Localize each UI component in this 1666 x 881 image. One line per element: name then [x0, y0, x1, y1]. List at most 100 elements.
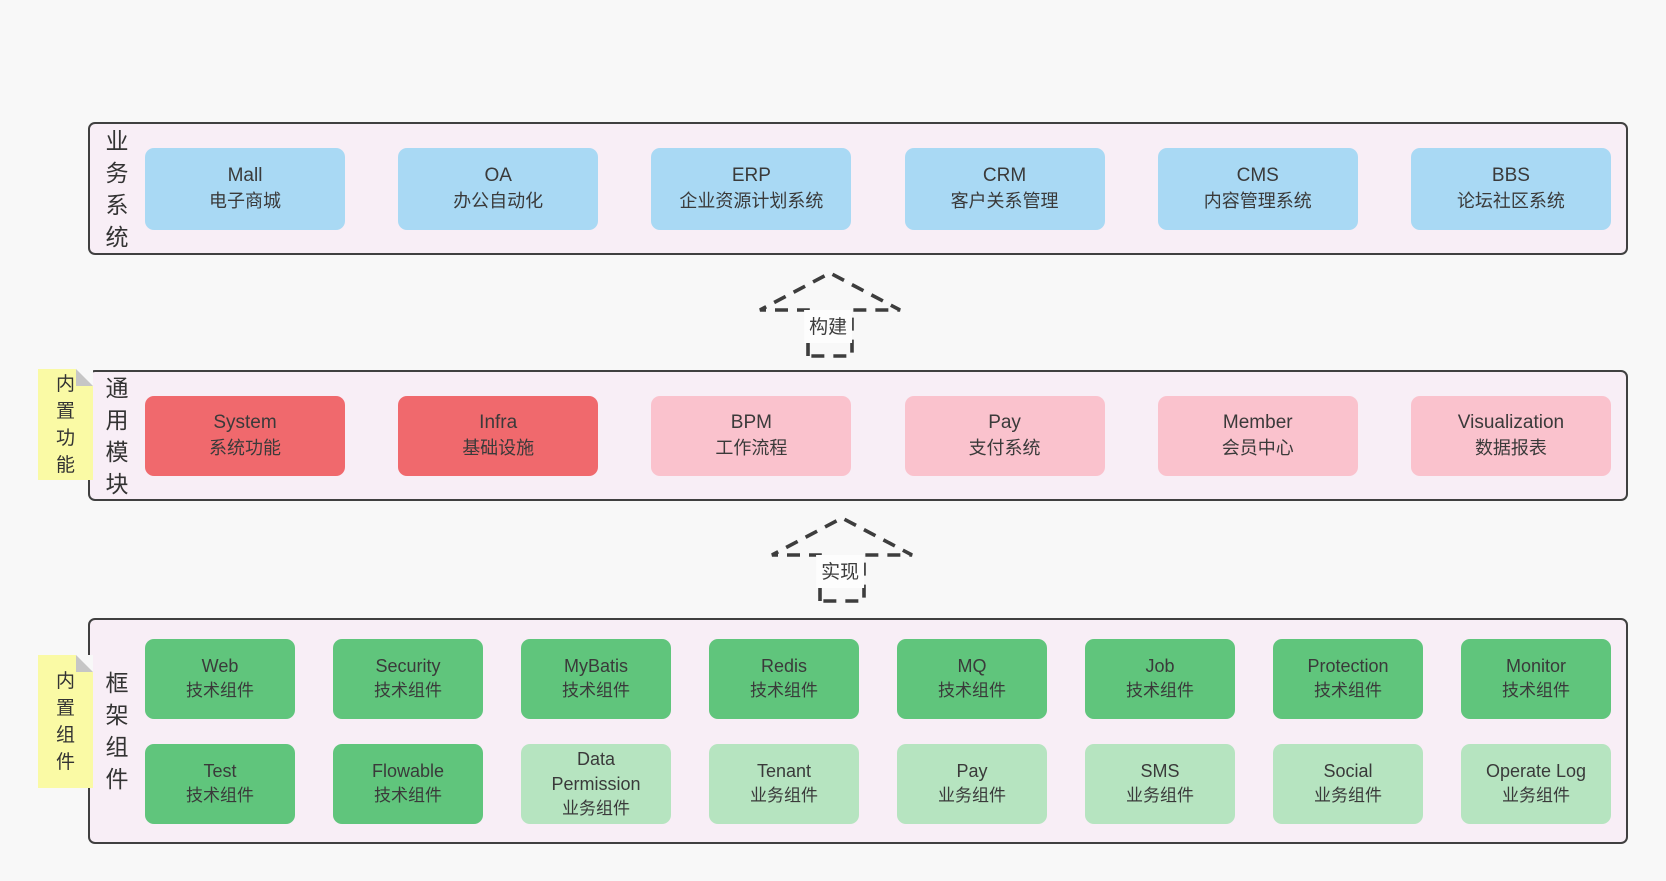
sticky-built-in-features: 内置功能	[38, 369, 93, 480]
node-mall-name: Mall	[227, 164, 263, 186]
node-mq-name: MQ	[957, 656, 987, 677]
node-data-permission: Data Permission 业务组件	[521, 743, 671, 824]
framework-row-2: Test 技术组件 Flowable 技术组件 Data Permission …	[145, 743, 1611, 824]
node-bpm-name: BPM	[730, 411, 772, 433]
node-cms-desc: 内容管理系统	[1203, 191, 1312, 212]
band-common-modules: 通用模块 System 系统功能 Infra 基础设施 BPM 工作流程 Pay…	[88, 370, 1628, 501]
node-bpm: BPM 工作流程	[651, 395, 852, 476]
node-operate-log-name: Operate Log	[1485, 761, 1587, 782]
node-crm-desc: 客户关系管理	[950, 191, 1059, 212]
node-social: Social 业务组件	[1273, 743, 1423, 824]
dashed-up-arrow-build: 构建	[754, 270, 906, 358]
node-visualization-desc: 数据报表	[1474, 438, 1547, 459]
node-erp-desc: 企业资源计划系统	[679, 191, 824, 212]
node-erp-name: ERP	[731, 164, 771, 186]
node-security-desc: 技术组件	[374, 681, 442, 701]
node-pay-component: Pay 业务组件	[897, 743, 1047, 824]
node-tenant-desc: 业务组件	[750, 786, 818, 806]
node-social-name: Social	[1323, 761, 1373, 782]
node-infra-desc: 基础设施	[462, 438, 535, 459]
band-business-systems: 业务系统 Mall 电子商城 OA 办公自动化 ERP 企业资源计划系统 CRM…	[88, 122, 1628, 255]
node-mq: MQ 技术组件	[897, 638, 1047, 719]
node-social-desc: 业务组件	[1314, 786, 1382, 806]
node-pay-module-desc: 支付系统	[968, 438, 1041, 459]
node-job-name: Job	[1145, 656, 1175, 677]
node-sms-name: SMS	[1140, 761, 1180, 782]
node-member: Member 会员中心	[1157, 395, 1358, 476]
node-sms-desc: 业务组件	[1126, 786, 1194, 806]
node-bpm-desc: 工作流程	[715, 438, 788, 459]
node-tenant-name: Tenant	[756, 761, 812, 782]
sticky-built-in-features-label: 内置功能	[55, 373, 75, 476]
node-monitor-name: Monitor	[1505, 656, 1567, 677]
up-arrow-icon	[771, 515, 913, 603]
band-common-modules-content: System 系统功能 Infra 基础设施 BPM 工作流程 Pay 支付系统…	[142, 372, 1626, 499]
node-protection-name: Protection	[1307, 656, 1389, 677]
node-web-name: Web	[201, 656, 239, 677]
folded-corner-icon	[76, 655, 93, 672]
arrow-build-label: 构建	[804, 310, 853, 343]
node-web-desc: 技术组件	[186, 681, 254, 701]
node-system-name: System	[213, 411, 277, 433]
node-protection: Protection 技术组件	[1273, 638, 1423, 719]
node-sms: SMS 业务组件	[1085, 743, 1235, 824]
node-data-permission-name: Data Permission	[551, 748, 641, 794]
node-pay-module: Pay 支付系统	[904, 395, 1105, 476]
node-visualization: Visualization 数据报表	[1410, 395, 1611, 476]
node-data-permission-desc: 业务组件	[562, 798, 630, 818]
node-test-name: Test	[203, 761, 237, 782]
node-pay-component-name: Pay	[956, 761, 988, 782]
folded-corner-icon	[76, 369, 93, 386]
node-member-name: Member	[1222, 411, 1293, 433]
node-security: Security 技术组件	[333, 638, 483, 719]
node-cms-name: CMS	[1236, 164, 1279, 186]
node-mybatis: MyBatis 技术组件	[521, 638, 671, 719]
node-infra: Infra 基础设施	[398, 395, 599, 476]
framework-row-1: Web 技术组件 Security 技术组件 MyBatis 技术组件 Redi…	[145, 638, 1611, 719]
arrow-implement-label: 实现	[816, 555, 865, 588]
node-operate-log: Operate Log 业务组件	[1461, 743, 1611, 824]
node-security-name: Security	[375, 656, 441, 677]
band-common-modules-label: 通用模块	[105, 374, 129, 497]
node-cms: CMS 内容管理系统	[1157, 147, 1358, 230]
node-operate-log-desc: 业务组件	[1502, 786, 1570, 806]
node-flowable-name: Flowable	[371, 761, 445, 782]
band-framework-components: 框架组件 Web 技术组件 Security 技术组件 MyBatis 技术组件…	[88, 618, 1628, 844]
node-erp: ERP 企业资源计划系统	[651, 147, 852, 230]
band-framework-components-content: Web 技术组件 Security 技术组件 MyBatis 技术组件 Redi…	[142, 620, 1626, 842]
node-monitor: Monitor 技术组件	[1461, 638, 1611, 719]
node-oa-desc: 办公自动化	[453, 191, 544, 212]
node-bbs-desc: 论坛社区系统	[1456, 191, 1565, 212]
node-redis: Redis 技术组件	[709, 638, 859, 719]
node-infra-name: Infra	[479, 411, 518, 433]
node-protection-desc: 技术组件	[1314, 681, 1382, 701]
node-system-desc: 系统功能	[209, 438, 281, 459]
dashed-up-arrow-implement: 实现	[766, 515, 918, 603]
node-oa-name: OA	[484, 164, 512, 186]
node-redis-desc: 技术组件	[750, 681, 818, 701]
node-job: Job 技术组件	[1085, 638, 1235, 719]
sticky-built-in-components: 内置组件	[38, 655, 93, 788]
node-oa: OA 办公自动化	[398, 147, 599, 230]
node-pay-module-name: Pay	[988, 411, 1021, 433]
band-business-systems-label: 业务系统	[105, 127, 129, 250]
node-system: System 系统功能	[145, 395, 345, 476]
up-arrow-icon	[759, 270, 901, 358]
node-mall: Mall 电子商城	[145, 147, 345, 230]
node-crm-name: CRM	[982, 164, 1027, 186]
node-bbs: BBS 论坛社区系统	[1410, 147, 1611, 230]
node-mq-desc: 技术组件	[938, 681, 1006, 701]
node-flowable-desc: 技术组件	[374, 786, 442, 806]
node-tenant: Tenant 业务组件	[709, 743, 859, 824]
node-job-desc: 技术组件	[1126, 681, 1194, 701]
node-crm: CRM 客户关系管理	[904, 147, 1105, 230]
node-mybatis-desc: 技术组件	[562, 681, 630, 701]
node-pay-component-desc: 业务组件	[938, 786, 1006, 806]
node-web: Web 技术组件	[145, 638, 295, 719]
node-mall-desc: 电子商城	[209, 191, 281, 212]
node-visualization-name: Visualization	[1457, 411, 1565, 433]
node-mybatis-name: MyBatis	[563, 656, 628, 677]
band-business-systems-content: Mall 电子商城 OA 办公自动化 ERP 企业资源计划系统 CRM 客户关系…	[142, 124, 1626, 253]
node-monitor-desc: 技术组件	[1502, 681, 1570, 701]
